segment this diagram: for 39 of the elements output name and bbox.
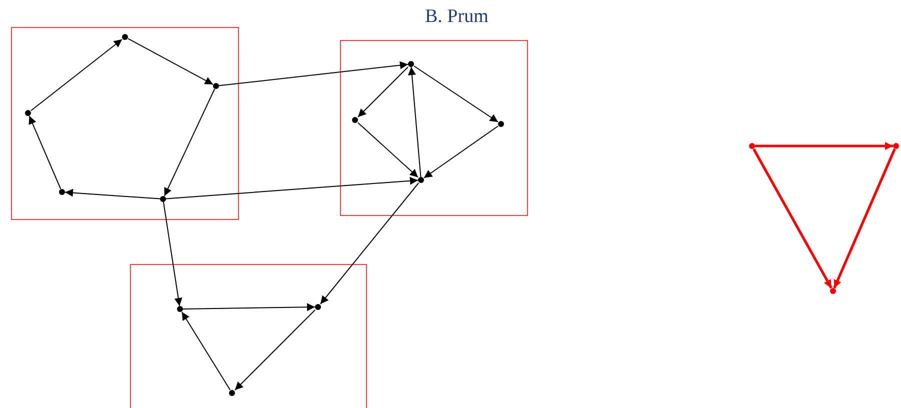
arrow xyxy=(755,142,893,150)
arrow xyxy=(424,126,498,178)
graph-vertex xyxy=(418,177,424,183)
arrow xyxy=(320,182,420,304)
arrow xyxy=(358,122,418,178)
graph-vertex xyxy=(830,288,836,294)
arrow xyxy=(64,188,160,200)
graph-vertex xyxy=(177,306,183,312)
arrow xyxy=(408,66,422,178)
arrow xyxy=(181,312,231,390)
graph-vertex xyxy=(893,143,899,149)
graph-vertex xyxy=(408,61,414,67)
author-name: B. Prum xyxy=(425,6,488,28)
module-frame xyxy=(340,40,528,216)
graph-vertex xyxy=(59,189,65,195)
arrow xyxy=(166,176,418,200)
arrow xyxy=(162,202,182,306)
graph-vertex xyxy=(229,390,235,396)
arrow xyxy=(30,38,122,112)
graph-vertex xyxy=(352,117,358,123)
module-frame xyxy=(130,264,367,408)
graph-vertex xyxy=(315,304,321,310)
arrow xyxy=(833,148,896,289)
graph-vertex xyxy=(122,34,128,40)
arrow xyxy=(234,310,316,390)
graph-vertex xyxy=(498,121,504,127)
arrow xyxy=(358,66,408,118)
module-frame xyxy=(11,27,239,220)
graph-vertex xyxy=(25,110,31,116)
graph-vertex xyxy=(160,196,166,202)
arrow xyxy=(218,61,408,86)
arrow xyxy=(164,88,216,196)
arrow xyxy=(128,38,214,85)
graph-vertex xyxy=(749,143,755,149)
arrow xyxy=(182,303,316,312)
arrow xyxy=(414,66,498,122)
arrow xyxy=(752,148,832,289)
graph-vertex xyxy=(213,83,219,89)
arrow xyxy=(28,116,62,190)
